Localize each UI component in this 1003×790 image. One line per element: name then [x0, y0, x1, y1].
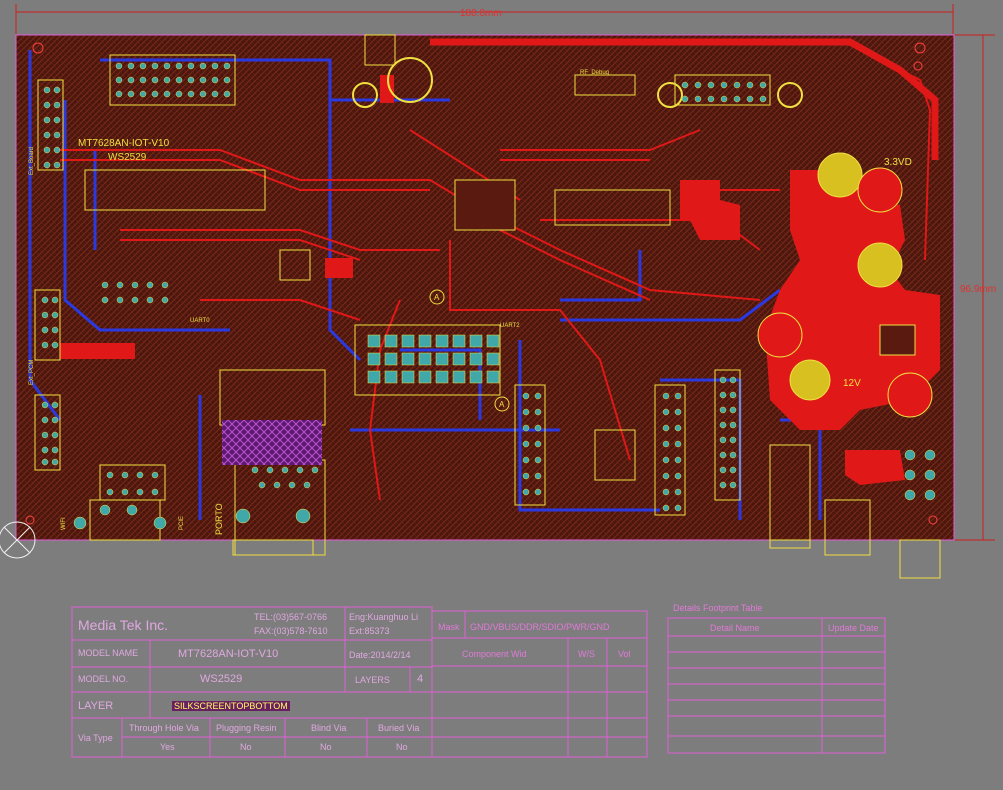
dim-height-label: 96.9mm	[960, 284, 996, 295]
pcie-label: PCIE	[179, 516, 185, 530]
detail-table-title: Details Footprint Table	[673, 603, 763, 613]
memory-chip	[554, 189, 671, 226]
capacitors	[352, 57, 933, 418]
via-header-plugging: Plugging Resin	[216, 723, 277, 733]
silkscreen-outlines	[34, 34, 941, 579]
via-value-plugging: No	[240, 742, 252, 752]
mask-label: Mask	[438, 622, 460, 632]
via-value-blind: No	[320, 742, 332, 752]
porto-label: PORTO	[214, 503, 224, 535]
layers-value: 4	[417, 673, 424, 685]
component-list-label: Component Wid	[462, 649, 527, 659]
tel-text: TEL:(03)567-0766	[254, 612, 328, 622]
ext-board-label: Ext_Board	[29, 147, 35, 175]
board-code-label: WS2529	[108, 152, 147, 163]
model-no-value: WS2529	[200, 673, 243, 685]
via-type-label: Via Type	[78, 733, 113, 743]
layer-label: LAYER	[78, 700, 114, 712]
fiducial-markers	[25, 42, 938, 525]
uart2-label: UART2	[500, 323, 520, 329]
soc-chip	[454, 179, 516, 231]
wifi-label: WIFI	[61, 517, 67, 530]
detail-col-name: Detail Name	[710, 623, 760, 633]
hatched-component	[222, 420, 322, 465]
uart0-label: UART0	[190, 318, 210, 324]
layers-label: LAYERS	[355, 675, 390, 685]
mask-value: GND/VBUS/DDR/SDIO/PWR/GND	[470, 622, 610, 632]
dimension-lines	[15, 4, 995, 541]
model-name-value: MT7628AN-IOT-V10	[178, 648, 279, 660]
date-text: Date:2014/2/14	[349, 650, 411, 660]
via-header-blind: Blind Via	[311, 723, 347, 733]
ext-text: Ext:85373	[349, 626, 390, 636]
board-name-label: MT7628AN-IOT-V10	[78, 138, 170, 149]
via-value-buried: No	[396, 742, 408, 752]
marker-a-1: A	[434, 293, 440, 302]
ext-pcm-label: Ext_PCM	[29, 360, 35, 385]
col-vol-label: Vol	[618, 649, 631, 659]
title-block-grid	[71, 606, 886, 758]
power-trace-2	[879, 59, 932, 261]
pmic-chip	[879, 324, 916, 356]
col-ws-label: W/S	[578, 649, 595, 659]
layer-value: SILKSCREENTOPBOTTOM	[172, 701, 290, 711]
model-no-label: MODEL NO.	[78, 674, 129, 684]
via-value-through-hole: Yes	[160, 742, 175, 752]
pad-grids	[41, 62, 936, 530]
v12-label: 12V	[843, 378, 861, 389]
company-name: Media Tek Inc.	[78, 617, 169, 633]
red-traces	[60, 129, 780, 501]
model-name-label: MODEL NAME	[78, 648, 139, 658]
rf-debug-label: RF_Debug	[580, 70, 609, 76]
via-header-buried: Buried Via	[378, 723, 420, 733]
dim-width-label: 180.0mm	[460, 8, 502, 19]
detail-col-date: Update Date	[828, 623, 879, 633]
fax-text: FAX:(03)578-7610	[254, 626, 328, 636]
marker-a-2: A	[499, 400, 505, 409]
origin-marker	[0, 521, 36, 559]
engineer-text: Eng:Kuanghuo Li	[349, 612, 419, 622]
via-header-through-hole: Through Hole Via	[129, 723, 199, 733]
v33-label: 3.3VD	[884, 157, 912, 168]
